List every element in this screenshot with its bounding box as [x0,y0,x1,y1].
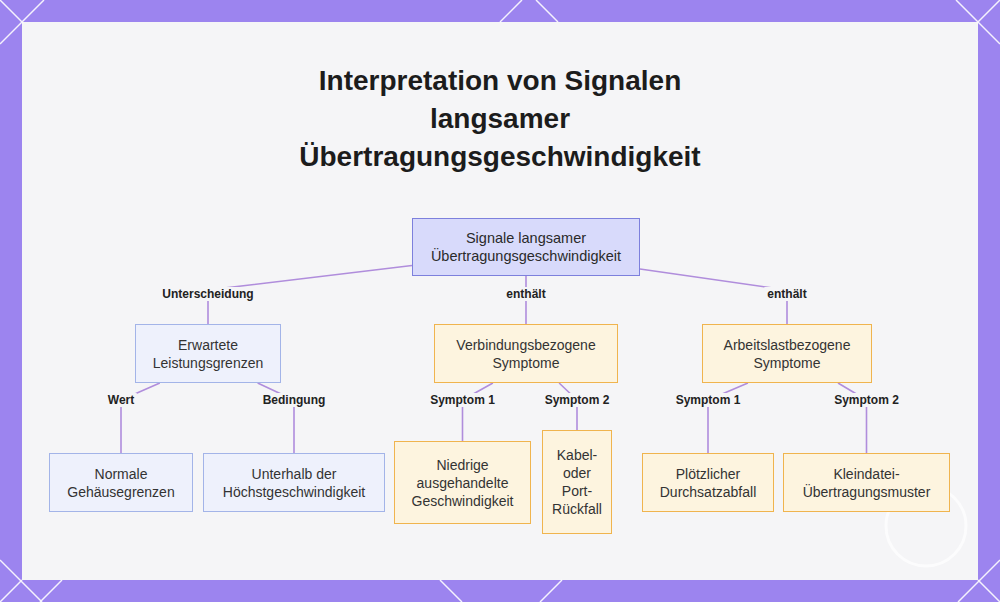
root-box: Signale langsamer Übertragungsgeschwindi… [412,218,640,276]
concept-box: Kleindatei-Übertragungsmuster [783,453,950,512]
node-text: Erwartete Leistungsgrenzen [142,336,274,372]
decor-line [0,0,44,44]
decor-line [0,580,22,602]
node-text: Verbindungsbezogene Symptome [441,336,611,372]
diagram-title: Interpretation von Signalen langsamer Üb… [280,62,720,176]
node-text: Signale langsamer Übertragungsgeschwindi… [419,229,633,265]
decor-line [540,580,562,602]
decor-line [956,0,1000,44]
node-text: Kabel- oder Port-Rückfall [549,446,605,518]
concept-box: Kabel- oder Port-Rückfall [542,430,612,534]
edge-group [121,266,867,453]
decor-line [536,0,558,22]
decor-line [978,0,1000,22]
concept-box: Erwartete Leistungsgrenzen [135,324,281,383]
concept-box: Unterhalb der Höchstgeschwindigkeit [203,453,385,512]
edge-label: enthält [503,287,548,301]
node-text: Arbeitslastbezogene Symptome [709,336,865,372]
concept-box: Verbindungsbezogene Symptome [434,324,618,383]
decor-line [978,580,1000,602]
node-text: Unterhalb der Höchstgeschwindigkeit [210,465,378,501]
node-text: Plötzlicher Durchsatzabfall [649,465,767,501]
node-text: Niedrige ausgehandelte Geschwindigkeit [401,456,524,510]
decor-line [0,0,22,22]
edge-label: Symptom 2 [831,393,902,407]
concept-box: Arbeitslastbezogene Symptome [702,324,872,383]
connector [463,383,493,441]
edge-label: Symptom 1 [673,393,744,407]
node-text: Normale Gehäusegrenzen [56,465,186,501]
edge-label: Unterscheidung [159,287,256,301]
node-text: Kleindatei-Übertragungsmuster [790,465,943,501]
decor-line [0,560,42,602]
edge-label: Wert [105,393,137,407]
decor-line [958,560,1000,602]
edge-label: enthält [764,287,809,301]
concept-box: Niedrige ausgehandelte Geschwindigkeit [394,441,531,524]
edge-label: Symptom 1 [427,393,498,407]
edge-label: Symptom 2 [542,393,613,407]
edge-label: Bedingung [260,393,329,407]
decor-line [40,580,62,602]
concept-box: Plötzlicher Durchsatzabfall [642,453,774,512]
decor-line [440,580,462,602]
decor-line [500,0,522,22]
concept-box: Normale Gehäusegrenzen [49,453,193,512]
